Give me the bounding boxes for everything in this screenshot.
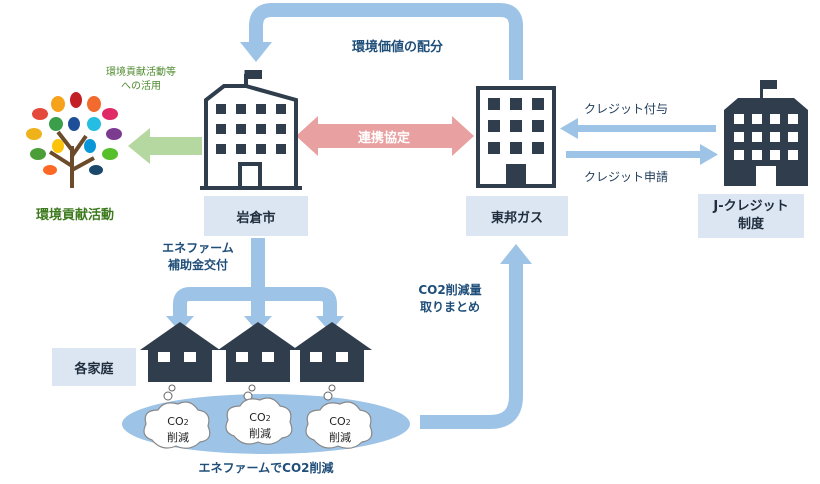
env-use-label-line2: への活用 — [121, 81, 161, 92]
tree-icon — [26, 92, 122, 188]
j-credit-box-line1: J-クレジット — [713, 199, 789, 214]
cloud-reduction-text: 削減 — [249, 427, 271, 440]
env-use-label-line1: 環境貢献活動等 — [106, 67, 176, 78]
cloud-co2-text: CO — [167, 415, 184, 428]
toho-gas-box: 東邦ガス — [466, 196, 568, 236]
iwakura-building-icon — [200, 70, 302, 190]
env-use-label: 環境貢献活動等 への活用 — [106, 66, 176, 94]
cloud-icon — [305, 401, 373, 449]
partnership-arrow — [296, 116, 474, 156]
cloud-reduction-text: 削減 — [329, 431, 351, 444]
cloud-icon — [143, 401, 211, 449]
env-value-label: 環境価値の配分 — [352, 40, 444, 55]
cloud-label: CO2 削減 — [148, 414, 208, 445]
cloud-label: CO2 削減 — [310, 414, 370, 445]
house-icon — [292, 322, 372, 382]
toho-gas-building-icon — [476, 86, 556, 188]
subsidy-label-line2: 補助金交付 — [167, 258, 228, 272]
credit-apply-arrow — [566, 144, 718, 165]
env-value-arrow — [240, 3, 523, 80]
co2-report-label-line2: 取りまとめ — [419, 300, 480, 314]
cloud-co2-subscript: 2 — [345, 418, 351, 427]
cloud-co2-subscript: 2 — [183, 418, 189, 427]
cloud-co2-text: CO — [329, 415, 346, 428]
iwakura-city-box: 岩倉市 — [204, 196, 308, 236]
house-icon — [218, 322, 298, 382]
subsidy-label: エネファーム 補助金交付 — [148, 240, 248, 274]
co2-report-label-line1: CO2削減量 — [418, 283, 482, 297]
cloud-co2-text: CO — [249, 411, 266, 424]
cloud-icon — [225, 397, 293, 445]
co2-report-label: CO2削減量 取りまとめ — [408, 282, 492, 316]
env-activity-label: 環境貢献活動 — [35, 208, 114, 223]
cloud-co2-subscript: 2 — [265, 414, 271, 423]
smoke-icon — [163, 384, 336, 401]
subsidy-label-line1: エネファーム — [162, 241, 234, 255]
house-icon — [140, 322, 220, 382]
j-credit-building-icon — [724, 80, 808, 186]
households-box: 各家庭 — [52, 348, 136, 386]
j-credit-box: J-クレジット 制度 — [698, 194, 804, 238]
env-use-arrow — [128, 128, 202, 164]
co2-report-arrow — [420, 244, 532, 429]
credit-apply-label: クレジット申請 — [584, 170, 669, 184]
cloud-reduction-text: 削減 — [167, 431, 189, 444]
credit-grant-label: クレジット付与 — [584, 102, 669, 116]
bottom-caption: エネファームでCO2削減 — [198, 461, 334, 475]
partnership-label: 連携協定 — [357, 131, 410, 146]
credit-grant-arrow — [560, 118, 716, 139]
j-credit-box-line2: 制度 — [737, 217, 764, 232]
cloud-label: CO2 削減 — [230, 410, 290, 441]
